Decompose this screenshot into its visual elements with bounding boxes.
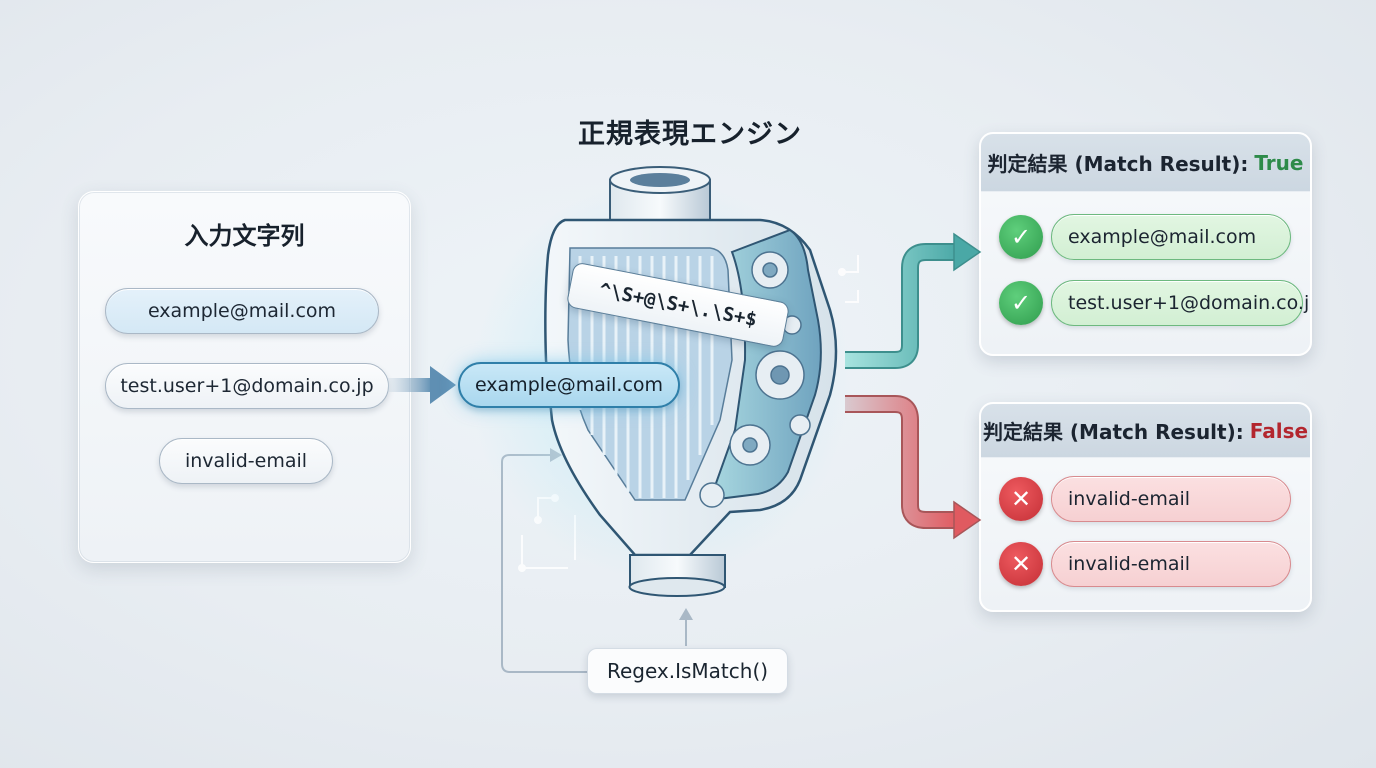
- engine-bottom-nozzle: [628, 554, 726, 597]
- result-panel-true: 判定結果 (Match Result): True ✓ example@mail…: [979, 132, 1312, 356]
- engine-top-nozzle: [609, 166, 711, 223]
- result-header: 判定結果 (Match Result): False: [981, 404, 1310, 458]
- result-row: ✓ test.user+1@domain.co.jp: [999, 280, 1310, 326]
- result-header: 判定結果 (Match Result): True: [981, 134, 1310, 192]
- result-panel-false: 判定結果 (Match Result): False ✕ invalid-ema…: [979, 402, 1312, 612]
- check-icon: ✓: [999, 215, 1043, 259]
- gear-icon: [699, 251, 811, 508]
- input-string-item[interactable]: invalid-email: [159, 438, 333, 484]
- input-string-item[interactable]: example@mail.com: [105, 288, 379, 334]
- engine-title: 正規表現エンジン: [578, 119, 802, 150]
- input-panel-title: 入力文字列: [184, 222, 305, 250]
- status-true: True: [1254, 150, 1304, 175]
- match-false-arrow: [845, 395, 982, 540]
- result-item[interactable]: example@mail.com: [1051, 214, 1291, 260]
- active-input-string[interactable]: example@mail.com: [458, 362, 680, 408]
- result-item[interactable]: invalid-email: [1051, 541, 1291, 587]
- input-panel: 入力文字列 example@mail.com test.user+1@domai…: [78, 191, 411, 563]
- result-header-label: 判定結果 (Match Result):: [982, 420, 1244, 444]
- result-header-label: 判定結果 (Match Result):: [987, 152, 1249, 176]
- cross-icon: ✕: [999, 477, 1043, 521]
- cross-icon: ✕: [999, 542, 1043, 586]
- result-row: ✓ example@mail.com: [999, 214, 1291, 260]
- check-icon: ✓: [999, 281, 1043, 325]
- result-row: ✕ invalid-email: [999, 541, 1291, 587]
- method-label: Regex.IsMatch(): [587, 648, 788, 694]
- result-row: ✕ invalid-email: [999, 476, 1291, 522]
- input-string-item[interactable]: test.user+1@domain.co.jp: [105, 363, 389, 409]
- status-false: False: [1249, 418, 1309, 443]
- result-item[interactable]: test.user+1@domain.co.jp: [1051, 280, 1310, 326]
- match-true-arrow: [845, 232, 982, 369]
- result-item[interactable]: invalid-email: [1051, 476, 1291, 522]
